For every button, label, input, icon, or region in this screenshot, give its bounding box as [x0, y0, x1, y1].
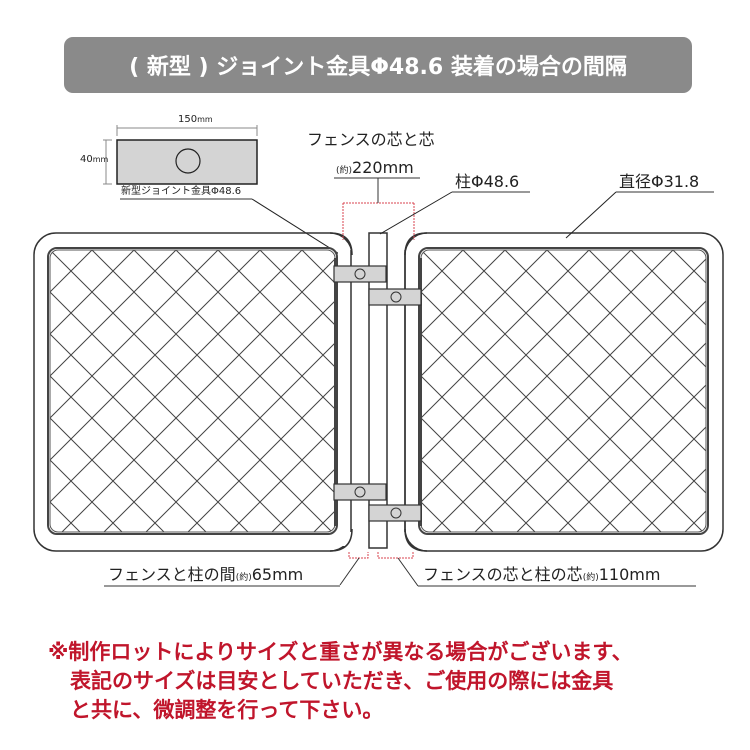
- center-to-post-value: 110mm: [598, 565, 661, 584]
- approx-prefix: (約): [582, 573, 599, 583]
- joint-width-unit: mm: [197, 115, 213, 124]
- pipe-diameter-label: 直径Φ31.8: [619, 172, 700, 191]
- disclaimer-note: ※制作ロットによりサイズと重さが異なる場合がございます、 表記のサイズは目安とし…: [48, 638, 728, 725]
- bracket-bottom-right: [368, 504, 422, 522]
- gap-label: フェンスと柱の間(約)65mm: [108, 567, 303, 583]
- gap-text: フェンスと柱の間: [108, 565, 236, 584]
- title-banner: ( 新型 ) ジョイント金具Φ48.6 装着の場合の間隔: [64, 37, 692, 93]
- left-fence-panel: [33, 232, 353, 552]
- approx-prefix: (約): [336, 166, 353, 176]
- center-to-post-text: フェンスの芯と柱の芯: [423, 565, 583, 584]
- gap-value: 65mm: [251, 565, 304, 584]
- note-line-3: と共に、微調整を行って下さい。: [70, 698, 384, 722]
- center-distance-label: (約)220mm: [336, 160, 414, 176]
- joint-height-value: 40: [80, 154, 93, 165]
- joint-width-label: 150mm: [178, 115, 213, 125]
- note-line-1: ※制作ロットによりサイズと重さが異なる場合がございます、: [48, 640, 633, 664]
- joint-height-label: 40mm: [80, 155, 108, 165]
- bracket-bottom-left: [333, 483, 387, 501]
- page-title: ( 新型 ) ジョイント金具Φ48.6 装着の場合の間隔: [129, 55, 627, 80]
- joint-name-label: 新型ジョイント金具Φ48.6: [121, 186, 242, 197]
- post-label: 柱Φ48.6: [455, 172, 520, 191]
- right-fence-panel: [404, 232, 724, 552]
- center-distance-dimension: [342, 202, 415, 240]
- joint-detail-drawing: [103, 125, 353, 264]
- joint-height-unit: mm: [92, 155, 109, 164]
- fence-center-label: フェンスの芯と芯: [307, 130, 435, 149]
- center-distance-value: 220mm: [352, 158, 414, 177]
- bracket-top-left: [333, 265, 387, 283]
- note-line-2: 表記のサイズは目安としていただき、ご使用の際には金具: [70, 669, 614, 693]
- approx-prefix: (約): [235, 573, 252, 583]
- center-to-post-label: フェンスの芯と柱の芯(約)110mm: [423, 567, 660, 583]
- joint-width-value: 150: [178, 114, 198, 125]
- bracket-top-right: [368, 288, 422, 306]
- post: [368, 232, 388, 549]
